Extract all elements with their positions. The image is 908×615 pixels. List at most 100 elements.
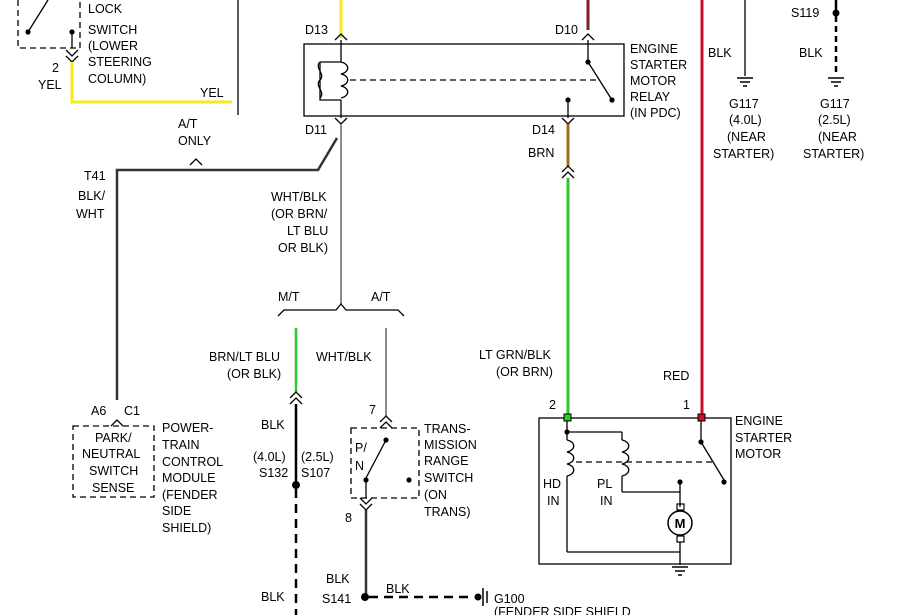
starter-label-3: MOTOR: [735, 447, 781, 461]
g117-40-line-4: STARTER): [713, 147, 774, 161]
g117-40-line-1: G117: [729, 97, 759, 111]
g117-25-line-2: (2.5L): [818, 113, 851, 127]
at-only-2: ONLY: [178, 134, 212, 148]
pcm-pin-a6: A6: [91, 404, 106, 418]
mt-wire-1: BRN/LT BLU: [209, 350, 280, 364]
relay-pin-d11: D11: [305, 123, 327, 137]
interlock-switch: LOCK SWITCH (LOWER STEERING COLUMN) 2 YE…: [17, 0, 224, 100]
wht-blk-2: (OR BRN/: [271, 207, 328, 221]
pcm-inner-1: PARK/: [95, 431, 132, 445]
transmission-range-switch: WHT/BLK 7 8 P/ N TRANS- MISSION RANGE SW…: [316, 328, 477, 594]
ground-g117-4-0l: BLK G117 (4.0L) (NEAR STARTER): [708, 0, 774, 161]
g117-25-wire: BLK: [799, 46, 823, 60]
engine-starter-motor: 2 1 M HD IN PL IN ENGINE STA: [538, 398, 792, 576]
starter-hd-2: IN: [547, 494, 560, 508]
trs-inner-2: N: [355, 459, 364, 473]
pcm-pin-c1: C1: [124, 404, 140, 418]
starter-pin-2: 2: [549, 398, 556, 412]
interlock-wire-label: YEL: [200, 86, 224, 100]
s141-g100: BLK S141 BLK G100 (FENDER SIDE SHIELD: [322, 572, 631, 615]
trs-label-1: TRANS-: [424, 422, 471, 436]
starter-label-1: ENGINE: [735, 414, 783, 428]
relay-label-2: STARTER: [630, 58, 687, 72]
wht-blk-4: OR BLK): [278, 241, 328, 255]
starter-pin-1: 1: [683, 398, 690, 412]
pcm-inner-2: NEUTRAL: [82, 447, 140, 461]
trs-label-2: MISSION: [424, 438, 477, 452]
s132-40l: (4.0L): [253, 450, 286, 464]
trs-label-3: RANGE: [424, 454, 468, 468]
pcm-label-4: MODULE: [162, 471, 215, 485]
t41-pin: T41: [84, 169, 106, 183]
interlock-label-1: LOCK: [88, 2, 123, 16]
s107-label: S107: [301, 466, 330, 480]
yellow-wire-interlock: [70, 62, 232, 104]
starter-hd-1: HD: [543, 477, 561, 491]
g117-25-line-3: (NEAR: [818, 130, 857, 144]
g117-40-line-2: (4.0L): [729, 113, 762, 127]
red-wire-label: RED: [663, 369, 689, 383]
g100-label: G100: [494, 592, 525, 606]
s119-splice: S119: [791, 6, 819, 20]
relay-pin-d13: D13: [305, 23, 328, 37]
interlock-label-4: STEERING: [88, 55, 152, 69]
relay-d14-wire-color: BRN: [528, 146, 554, 160]
interlock-label-2: SWITCH: [88, 23, 137, 37]
ltgrn-wire-group: LT GRN/BLK (OR BRN) RED: [479, 124, 689, 414]
g117-25-line-1: G117: [820, 97, 850, 111]
relay-label-4: RELAY: [630, 90, 671, 104]
ltgrn-wire-1: LT GRN/BLK: [479, 348, 551, 362]
trs-inner-1: P/: [355, 441, 367, 455]
motor-symbol: M: [675, 516, 686, 531]
t41-color-2: WHT: [76, 207, 105, 221]
trs-pin-7: 7: [369, 403, 376, 417]
mt-wire-2: (OR BLK): [227, 367, 281, 381]
s132-wire: BLK: [261, 418, 285, 432]
relay-label-1: ENGINE: [630, 42, 678, 56]
trs-label-4: SWITCH: [424, 471, 473, 485]
pcm-label-5: (FENDER: [162, 488, 218, 502]
pcm-label-6: SIDE: [162, 504, 191, 518]
t41-color-1: BLK/: [78, 189, 106, 203]
trs-pin-8: 8: [345, 511, 352, 525]
branch-mt: M/T: [278, 290, 300, 304]
s141-wire-up: BLK: [326, 572, 350, 586]
g100-note: (FENDER SIDE SHIELD: [494, 605, 631, 615]
wht-blk-wire-group: WHT/BLK (OR BRN/ LT BLU OR BLK) M/T A/T: [271, 124, 405, 317]
s141-label: S141: [322, 592, 351, 606]
relay-pin-d10: D10: [555, 23, 578, 37]
s107-25l: (2.5L): [301, 450, 334, 464]
g117-40-wire: BLK: [708, 46, 732, 60]
s132-label: S132: [259, 466, 288, 480]
at-wire: WHT/BLK: [316, 350, 372, 364]
g117-25-line-4: STARTER): [803, 147, 864, 161]
trs-label-5: (ON: [424, 488, 447, 502]
branch-at: A/T: [371, 290, 391, 304]
starter-relay: D13 D10 D11 D14 ENGINE STARTER MOTOR REL…: [303, 0, 687, 160]
interlock-label-5: COLUMN): [88, 72, 146, 86]
pcm-label-7: SHIELD): [162, 521, 211, 535]
pcm-label-1: POWER-: [162, 421, 213, 435]
ltgrn-wire-2: (OR BRN): [496, 365, 553, 379]
t41-wire-group: A/T ONLY T41 BLK/ WHT: [76, 117, 339, 400]
at-only-1: A/T: [178, 117, 198, 131]
relay-pin-d14: D14: [532, 123, 555, 137]
interlock-wire-color: YEL: [38, 78, 62, 92]
relay-label-3: MOTOR: [630, 74, 676, 88]
interlock-label-3: (LOWER: [88, 39, 138, 53]
trs-label-6: TRANS): [424, 505, 471, 519]
pcm-label-2: TRAIN: [162, 438, 200, 452]
pcm-label-3: CONTROL: [162, 455, 223, 469]
g117-40-line-3: (NEAR: [727, 130, 766, 144]
wht-blk-1: WHT/BLK: [271, 190, 327, 204]
ground-g117-2-5l: S119 BLK G117 (2.5L) (NEAR STARTER): [791, 0, 864, 161]
powertrain-control-module: A6 C1 PARK/ NEUTRAL SWITCH SENSE POWER- …: [72, 404, 223, 535]
interlock-pin: 2: [52, 61, 59, 75]
pcm-inner-3: SWITCH: [89, 464, 138, 478]
wht-blk-3: LT BLU: [287, 224, 328, 238]
s141-wire-right: BLK: [386, 582, 410, 596]
starter-pl-1: PL: [597, 477, 612, 491]
pcm-inner-4: SENSE: [92, 481, 134, 495]
